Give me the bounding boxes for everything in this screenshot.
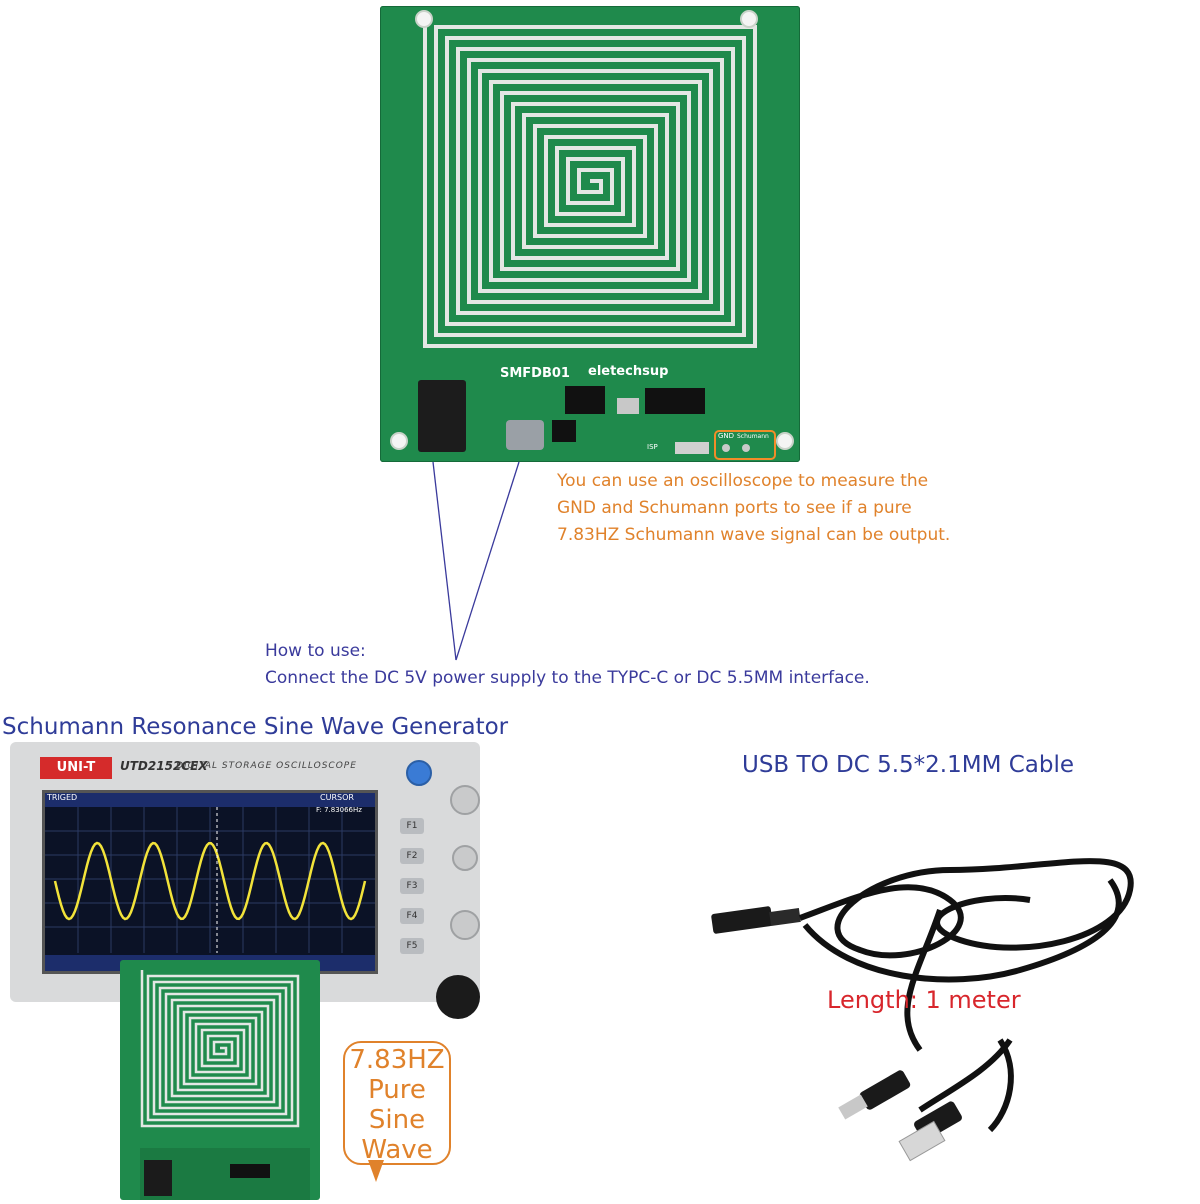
howto-block: How to use: Connect the DC 5V power supp…	[265, 638, 870, 692]
cable-length-label: Length: 1 meter	[827, 986, 1021, 1014]
sine-wave	[53, 841, 367, 921]
function-key: F4	[400, 908, 424, 924]
cursor-label: CURSOR	[320, 793, 354, 802]
mount-hole	[390, 432, 408, 450]
unit-logo: UNI-T	[40, 757, 112, 779]
scope-screen	[42, 790, 378, 974]
scope-knob	[450, 785, 480, 815]
isp-pads	[675, 442, 709, 454]
howto-title: How to use:	[265, 641, 366, 661]
coil-trace	[423, 16, 757, 348]
dc-jack	[418, 380, 466, 452]
bubble-line: 7.83HZ	[349, 1045, 445, 1075]
mount-hole	[415, 10, 433, 28]
pointer-lines	[432, 461, 520, 661]
spiral-coil-trace	[423, 16, 757, 348]
schumann-pad	[742, 444, 750, 452]
coil-trace	[140, 970, 300, 1128]
pcb-model-label: SMFDB01	[500, 366, 570, 381]
howto-text: Connect the DC 5V power supply to the TY…	[265, 668, 870, 688]
sine-wave-callout: 7.83HZ Pure Sine Wave	[343, 1041, 451, 1165]
pcb-small-photo	[120, 960, 320, 1200]
mount-hole	[740, 10, 758, 28]
usb-c-port	[506, 420, 544, 450]
chip	[645, 388, 705, 414]
usb-dc-cable-photo	[711, 858, 1134, 1162]
gnd-pad	[722, 444, 730, 452]
bubble-line: Pure	[368, 1075, 426, 1105]
scope-model: UTD2152CEX	[120, 759, 208, 773]
frequency-readout: F: 7.83066Hz	[316, 806, 362, 814]
mount-hole	[776, 432, 794, 450]
callout-tail	[368, 1160, 384, 1182]
scope-description: DIGITAL STORAGE OSCILLOSCOPE	[176, 761, 357, 771]
scope-knob	[450, 910, 480, 940]
trigger-label: TRIGED	[47, 793, 78, 802]
scope-section-heading: Schumann Resonance Sine Wave Generator	[2, 714, 509, 740]
bubble-line: Sine	[368, 1105, 426, 1135]
crystal	[617, 398, 639, 414]
cable-section-heading: USB TO DC 5.5*2.1MM Cable	[742, 752, 1075, 778]
function-key: F2	[400, 848, 424, 864]
chip	[552, 420, 576, 442]
function-key: F1	[400, 818, 424, 834]
oscilloscope-note: You can use an oscilloscope to measure t…	[557, 471, 951, 545]
chip	[565, 386, 605, 414]
scope-knob	[406, 760, 432, 786]
function-key: F3	[400, 878, 424, 894]
gnd-label: GND	[718, 432, 735, 440]
small-spiral-trace	[140, 970, 310, 1200]
gnd-schumann-highlight	[714, 430, 776, 460]
schumann-label: Schumann	[737, 433, 769, 440]
scope-knob	[452, 845, 478, 871]
pcb-brand-label: eletechsup	[588, 364, 669, 379]
bnc-cable	[436, 975, 480, 1019]
scope-waveform	[45, 793, 375, 971]
function-key: F5	[400, 938, 424, 954]
bubble-line: Wave	[361, 1135, 433, 1165]
isp-label: ISP	[647, 443, 658, 451]
